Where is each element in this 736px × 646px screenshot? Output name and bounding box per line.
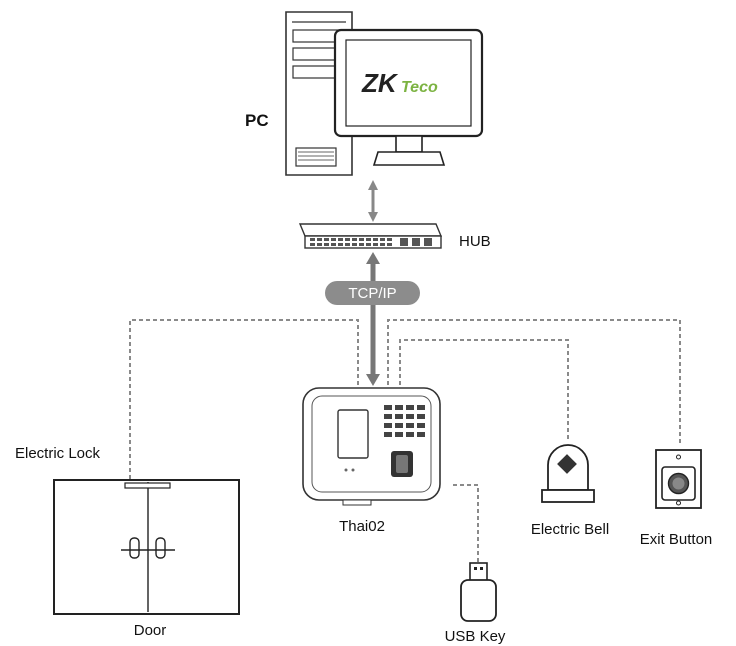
electric-bell: Electric Bell — [531, 444, 609, 538]
exit-button-icon — [655, 449, 702, 509]
wire-electric-bell — [399, 339, 569, 440]
door-label: Door — [134, 622, 167, 639]
exit-button: Exit Button — [640, 449, 713, 548]
electric-bell-label: Electric Bell — [531, 521, 609, 538]
fingerprint-sensor — [391, 451, 413, 477]
access-control-device: Thai02 — [302, 387, 441, 535]
wiring-dashed-lines — [129, 319, 681, 565]
network-connections — [366, 180, 380, 386]
door: Electric Lock Door — [15, 445, 240, 639]
usb-key-label: USB Key — [445, 628, 506, 645]
device-screen — [337, 409, 369, 459]
electric-lock-icon — [124, 482, 171, 489]
door-handles-icon — [121, 537, 175, 559]
zkteco-logo: ZK Teco — [361, 68, 438, 98]
hub-ports — [310, 238, 432, 246]
wire-lock — [129, 319, 359, 485]
usb-key-icon — [460, 562, 497, 622]
pc-monitor: ZK Teco — [333, 28, 484, 166]
wire-exit-button — [387, 319, 681, 445]
pc-label: PC — [245, 111, 269, 130]
exit-button-label: Exit Button — [640, 531, 713, 548]
electric-lock-label: Electric Lock — [15, 445, 101, 462]
zkteco-logo-suffix: Teco — [401, 79, 438, 96]
tcpip-badge: TCP/IP — [325, 281, 420, 305]
tcpip-label: TCP/IP — [348, 285, 396, 302]
device-keypad — [384, 405, 425, 437]
usb-key: USB Key — [445, 562, 506, 645]
wire-usb-key — [453, 484, 479, 565]
zkteco-logo-prefix: ZK — [361, 68, 399, 98]
bell-icon — [541, 444, 595, 503]
pc-computer: ZK Teco PC — [245, 11, 484, 176]
network-hub: HUB — [298, 223, 491, 250]
device-label: Thai02 — [339, 518, 385, 535]
hub-label: HUB — [459, 233, 491, 250]
